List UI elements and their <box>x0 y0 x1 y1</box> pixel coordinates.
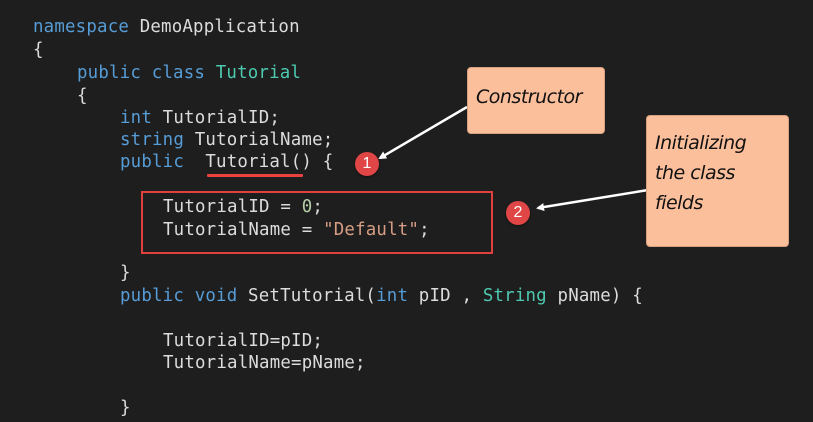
code-line: public class Tutorial <box>77 62 301 84</box>
code-token: public <box>120 286 185 306</box>
fields-callout-line-1: Initializing <box>655 132 747 154</box>
code-token: TutorialID=pID; <box>163 331 324 351</box>
code-token: pName) { <box>546 286 643 306</box>
code-line: TutorialName=pName; <box>163 352 366 374</box>
code-token: SetTutorial( <box>237 286 377 306</box>
constructor-callout-text: Constructor <box>476 86 582 108</box>
code-line: TutorialID = 0; <box>163 196 323 218</box>
code-token <box>141 63 152 83</box>
code-token: string <box>120 130 185 150</box>
code-token: "Default" <box>323 220 420 240</box>
code-line: string TutorialName; <box>120 129 333 151</box>
code-token: TutorialName = <box>163 220 324 240</box>
code-line: { <box>77 85 88 107</box>
code-token: void <box>194 286 238 306</box>
code-token <box>184 286 195 306</box>
code-line: } <box>120 262 131 284</box>
code-token: TutorialID = <box>163 197 302 217</box>
code-line: TutorialName = "Default"; <box>163 219 430 241</box>
field-initialization-highlight-box <box>141 191 493 254</box>
code-token <box>205 63 216 83</box>
code-token: int <box>376 286 409 306</box>
code-token: int <box>120 108 153 128</box>
code-token: DemoApplication <box>129 17 300 37</box>
code-token: public <box>77 63 142 83</box>
code-line: public void SetTutorial(int pID , String… <box>120 285 643 307</box>
code-token: } <box>120 398 131 418</box>
fields-callout: Initializing the class fields <box>646 115 789 247</box>
code-token: ; <box>419 220 430 240</box>
code-token: ; <box>312 197 324 217</box>
code-token: public <box>120 152 185 172</box>
code-token: Tutorial() { <box>184 152 334 172</box>
badge-2: 2 <box>506 201 530 225</box>
code-token: TutorialName; <box>184 130 334 150</box>
code-line: TutorialID=pID; <box>163 330 323 352</box>
code-token: { <box>33 40 44 60</box>
code-token: 0 <box>301 197 313 217</box>
code-line: namespace DemoApplication <box>33 16 300 38</box>
code-token: TutorialID; <box>152 108 281 128</box>
fields-callout-line-2: the class <box>655 162 735 184</box>
fields-callout-line-3: fields <box>655 192 703 214</box>
code-token: } <box>120 263 131 283</box>
code-line: { <box>33 39 44 61</box>
fields-arrow <box>536 188 649 211</box>
code-token: namespace <box>33 17 130 37</box>
constructor-callout: Constructor <box>467 67 605 134</box>
code-token: Tutorial <box>215 63 302 83</box>
code-token: String <box>482 286 547 306</box>
code-token: pID , <box>408 286 483 306</box>
constructor-arrow <box>378 105 468 160</box>
constructor-underline <box>207 174 303 177</box>
code-line: int TutorialID; <box>120 107 280 129</box>
code-token: TutorialName=pName; <box>163 353 366 373</box>
code-token: class <box>151 63 206 83</box>
badge-1: 1 <box>355 152 379 176</box>
code-line: public Tutorial() { <box>120 151 333 173</box>
code-token: { <box>77 86 88 106</box>
code-line: } <box>120 397 131 419</box>
